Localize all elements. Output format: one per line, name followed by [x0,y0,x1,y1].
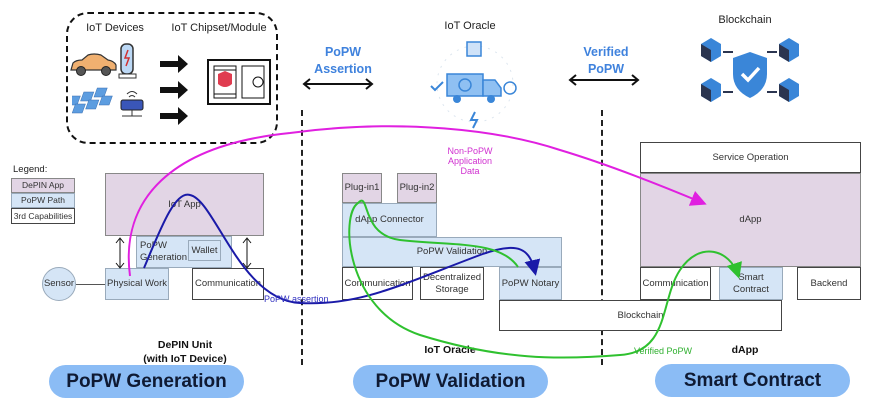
depin-unit-caption: DePIN Unit (with IoT Device) [120,339,250,366]
dapp-communication-block: Communication [640,267,711,300]
cube-icon [779,38,799,62]
decentralized-storage-block: Decentralized Storage [420,267,484,300]
legend-title: Legend: [13,164,48,175]
arrow-right-icon [160,81,188,99]
vertical-arrow-icon [242,237,252,269]
smart-contract-block: Smart Contract [719,267,783,300]
car-icon [70,53,117,76]
blockchain-block: Blockchain [499,300,782,331]
iot-chipset-label: IoT Chipset/Module [171,22,267,34]
physical-work-block: Physical Work [105,268,169,300]
iot-oracle-caption: IoT Oracle [424,344,476,356]
oracle-communication-block: Communication [342,267,413,300]
depin-unit-caption-line1: DePIN Unit [157,339,213,351]
chipset-icon [207,59,271,105]
dapp-block: dApp [640,173,861,267]
oracle-truck-icon [430,41,517,129]
cube-icon [701,78,721,102]
stage-popw-validation: PoPW Validation [353,365,548,398]
stage-smart-contract: Smart Contract [655,364,850,397]
popw-assertion-label: PoPW assertion [264,294,329,304]
sensor-connector [76,284,105,285]
non-popw-data-label: Non-PoPW Application Data [447,146,493,176]
popw-generation-label: PoPW Generation [140,240,188,263]
arrow-right-icon [160,55,188,73]
device-arrows [160,55,188,125]
legend-depin-app: DePIN App [11,178,75,193]
vertical-arrow-icon [115,237,125,269]
section-divider [301,110,303,365]
blockchain-network-icon [701,38,799,102]
blockchain-heading: Blockchain [718,14,772,26]
iot-app-block: IoT App [105,173,264,236]
verified-popw-heading: Verified PoPW [583,45,629,76]
cube-icon [779,78,799,102]
bidirectional-arrow-icon [302,78,374,90]
popw-assertion-heading: PoPW Assertion [314,45,372,76]
cube-icon [701,38,721,62]
plugin1-block: Plug-in1 [342,173,382,203]
communication-block: Communication [192,268,264,300]
sensor-node: Sensor [42,267,76,301]
shield-check-icon [733,52,767,98]
backend-block: Backend [797,267,861,300]
plugin2-block: Plug-in2 [397,173,437,203]
iot-devices-label: IoT Devices [86,22,144,34]
dapp-caption: dApp [731,344,759,356]
solar-panel-icon [72,87,113,114]
legend-popw-path: PoPW Path [11,193,75,208]
popw-notary-block: PoPW Notary [499,267,562,300]
verified-popw-label: Verified PoPW [634,346,693,356]
depin-unit-caption-line2: (with IoT Device) [143,352,227,365]
charging-station-icon [118,43,137,79]
arrow-right-icon [160,107,188,125]
wallet-block: Wallet [188,240,221,261]
bidirectional-arrow-icon [568,74,640,86]
stage-popw-generation: PoPW Generation [49,365,244,398]
dapp-connector-block: dApp Connector [342,203,437,237]
service-operation-block: Service Operation [640,142,861,173]
legend-3rd-capabilities: 3rd Capabilities [11,208,75,224]
iot-oracle-heading: IoT Oracle [444,20,496,32]
router-icon [120,91,144,117]
popw-validation-block: PoPW Validation [342,237,562,267]
